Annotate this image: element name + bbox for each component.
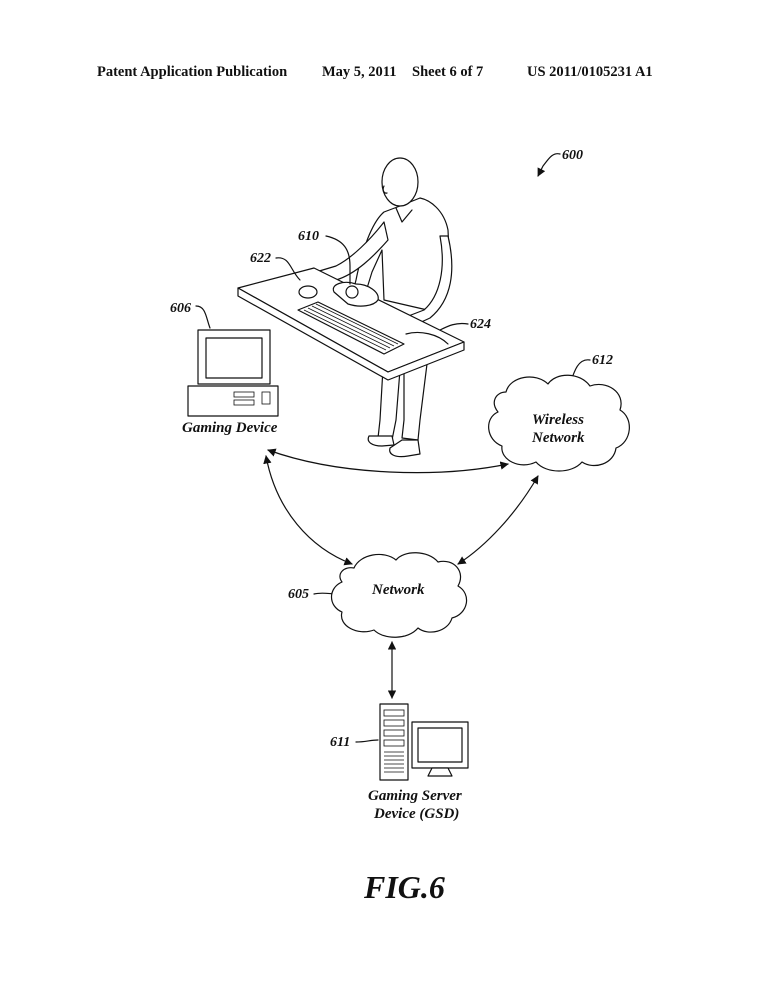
link-gaming-wireless (267, 448, 509, 474)
user-station-illustration (237, 157, 465, 458)
desktop-case (187, 385, 279, 417)
ref-622: 622 (250, 251, 271, 266)
link-gaming-network (263, 455, 353, 566)
network-cloud (330, 552, 468, 638)
header-sheet: Sheet 6 of 7 (412, 64, 484, 80)
network-label: Network (371, 582, 425, 598)
gaming-device-computer (187, 329, 279, 417)
ear (382, 185, 388, 194)
ref-612: 612 (592, 353, 613, 368)
figure-label: FIG.6 (363, 869, 445, 905)
monitor-screen (205, 337, 263, 379)
header-date: May 5, 2011 (322, 64, 397, 80)
collar (395, 207, 413, 223)
ref-624: 624 (470, 317, 491, 332)
header-patent-number: US 2011/0105231 A1 (527, 64, 653, 80)
keyboard (297, 301, 405, 355)
server-monitor-stand (427, 767, 453, 777)
server-bay-3 (383, 729, 405, 737)
wireless-network-cloud (488, 374, 630, 472)
drive-bay-1 (233, 391, 255, 398)
desk-cutout (405, 331, 449, 345)
server-vents (384, 751, 404, 773)
ref-600-arrow (537, 153, 561, 177)
ref-606-leader (195, 305, 211, 329)
left-shoe (367, 435, 395, 447)
wireless-label-line2: Network (531, 430, 585, 446)
link-wireless-network (457, 475, 539, 565)
game-controller (332, 281, 379, 307)
ref-606: 606 (170, 301, 191, 316)
ref-611-leader (355, 739, 379, 743)
wireless-label-line1: Wireless (532, 412, 584, 428)
server-monitor-screen (417, 727, 463, 763)
ref-610-leader (325, 235, 351, 285)
power-button (261, 391, 271, 405)
server-bay-2 (383, 719, 405, 727)
server-label-line2: Device (GSD) (373, 806, 459, 822)
header-publication: Patent Application Publication (97, 64, 288, 80)
head (381, 157, 419, 207)
desk-edge (237, 287, 465, 381)
gaming-device-label: Gaming Device (182, 420, 278, 436)
ref-605: 605 (288, 587, 309, 602)
right-shoe (389, 439, 421, 458)
ref-600: 600 (562, 148, 583, 163)
server-tower (379, 703, 409, 781)
ref-622-leader (275, 257, 301, 281)
ref-624-leader (439, 322, 469, 331)
server-bay-4 (383, 739, 405, 747)
ref-611: 611 (330, 735, 350, 750)
server-label-line1: Gaming Server (368, 788, 462, 804)
server-bay-1 (383, 709, 405, 717)
controller-dial (345, 285, 359, 299)
mouse (298, 285, 318, 299)
gaming-server-computer (379, 703, 469, 781)
drive-bay-2 (233, 399, 255, 406)
ref-610: 610 (298, 229, 319, 244)
keyboard-keys (303, 303, 399, 351)
